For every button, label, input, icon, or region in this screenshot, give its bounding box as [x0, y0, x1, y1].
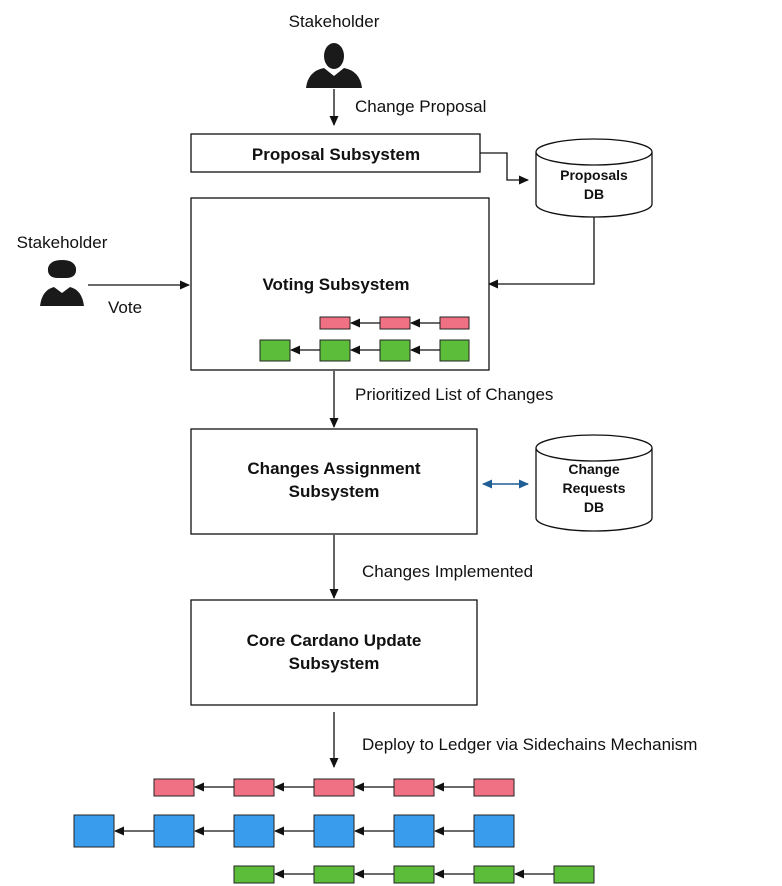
proposals-db-label-line2: DB: [584, 186, 604, 202]
red-block: [233, 778, 275, 797]
change-requests-db-label-line2: Requests: [562, 480, 625, 496]
red-block: [313, 778, 355, 797]
proposals-db-label-line1: Proposals: [560, 167, 628, 183]
vote-label: Vote: [108, 298, 142, 317]
proposal-to-db-arrow: [480, 152, 529, 185]
green-block: [393, 865, 435, 884]
red-block: [153, 778, 195, 797]
stakeholder-left-label: Stakeholder: [17, 233, 108, 252]
blue-block: [473, 814, 515, 848]
change-requests-db-cylinder: [535, 434, 653, 532]
db-to-voting-arrow: [488, 217, 595, 289]
blue-block: [313, 814, 355, 848]
red-block: [319, 316, 351, 330]
assignment-subsystem-box: [190, 428, 478, 535]
deploy-label: Deploy to Ledger via Sidechains Mechanis…: [362, 735, 697, 754]
green-block: [473, 865, 515, 884]
red-block: [379, 316, 411, 330]
change-requests-db-label-line3: DB: [584, 499, 604, 515]
blue-block: [393, 814, 435, 848]
ledger-green-chain: [233, 865, 595, 884]
blue-block: [153, 814, 195, 848]
green-block: [313, 865, 355, 884]
green-block: [259, 339, 291, 362]
assignment-subsystem-label-line2: Subsystem: [289, 482, 380, 501]
red-block: [473, 778, 515, 797]
change-requests-db-label-line1: Change: [568, 461, 620, 477]
ledger-blue-chain: [73, 814, 515, 848]
voting-subsystem-label: Voting Subsystem: [262, 275, 409, 294]
proposals-db-cylinder: [535, 138, 653, 218]
green-block: [379, 339, 411, 362]
core-subsystem-label-line1: Core Cardano Update: [247, 631, 422, 650]
core-subsystem-box: [190, 599, 478, 706]
ledger-red-chain: [153, 778, 515, 797]
stakeholder-male-icon: [306, 43, 362, 88]
green-block: [233, 865, 275, 884]
assignment-subsystem-label-line1: Changes Assignment: [247, 459, 421, 478]
voting-green-chain: [259, 339, 470, 362]
red-block: [439, 316, 470, 330]
green-block: [439, 339, 470, 362]
blue-block: [73, 814, 115, 848]
proposal-subsystem-label: Proposal Subsystem: [252, 145, 420, 164]
voting-red-chain: [319, 316, 470, 330]
blue-block: [233, 814, 275, 848]
prioritized-label: Prioritized List of Changes: [355, 385, 553, 404]
green-block: [553, 865, 595, 884]
core-subsystem-label-line2: Subsystem: [289, 654, 380, 673]
change-proposal-label: Change Proposal: [355, 97, 486, 116]
stakeholder-female-icon: [40, 260, 84, 306]
stakeholder-top-label: Stakeholder: [289, 12, 380, 31]
implemented-label: Changes Implemented: [362, 562, 533, 581]
green-block: [319, 339, 351, 362]
red-block: [393, 778, 435, 797]
